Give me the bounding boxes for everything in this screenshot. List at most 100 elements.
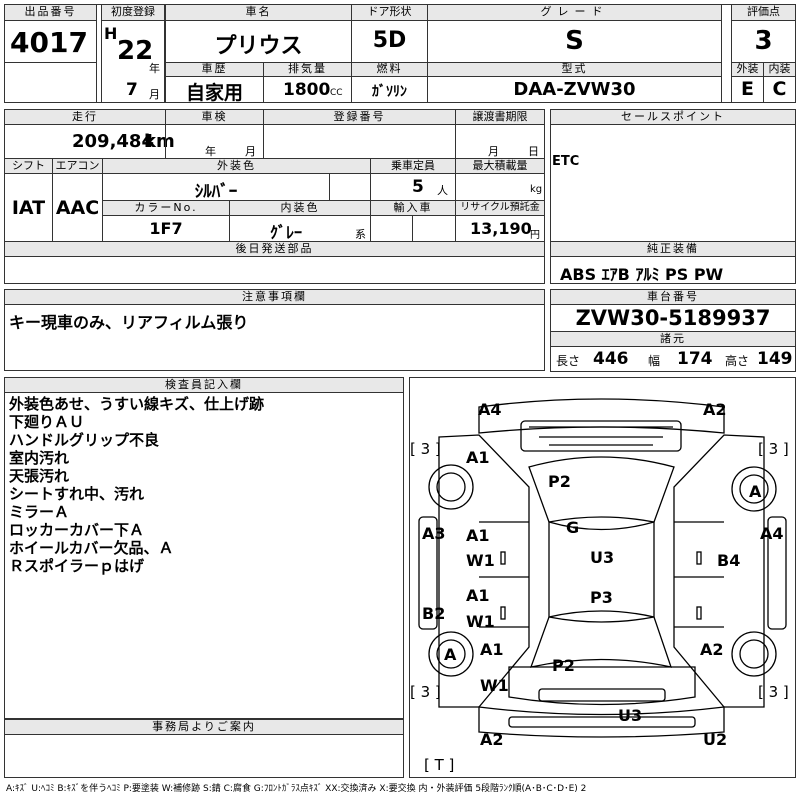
damage-windshield: G xyxy=(566,518,580,537)
damage-pillar-r: A4 xyxy=(760,524,784,543)
transfer-month-unit: 月 xyxy=(488,145,499,158)
model-code-header: 型式 xyxy=(427,62,722,77)
transfer-day-unit: 日 xyxy=(528,145,539,158)
transfer-header: 譲渡書期限 xyxy=(455,109,545,125)
fuel: ｶﾞｿﾘﾝ xyxy=(372,84,407,100)
caution-cell xyxy=(4,304,545,371)
inspector-note: ハンドルグリップ不良 xyxy=(9,431,160,449)
damage-rear-bumper: U3 xyxy=(618,706,643,725)
damage-rear-right: U2 xyxy=(703,730,728,749)
model-code-cell xyxy=(427,76,722,103)
inspector-notes-list: 外装色あせ、うすい線キズ、仕上げ跡 下廻りＡＵ ハンドルグリップ不良 室内汚れ … xyxy=(9,395,401,575)
damage-front-left: A4 xyxy=(478,400,502,419)
damage-rear-left: A2 xyxy=(480,730,504,749)
tire-front-left: [ 3 ] xyxy=(410,440,441,458)
inspection-header: 車検 xyxy=(165,109,264,125)
spare-tire: [ T ] xyxy=(424,756,455,774)
damage-rocker-l: B2 xyxy=(422,604,446,623)
first-reg-cell xyxy=(101,20,165,103)
interior-grade: C xyxy=(772,78,787,100)
damage-pillar-l: A3 xyxy=(422,524,446,543)
caution-header: 注意事項欄 xyxy=(4,289,545,305)
lot-no: 4017 xyxy=(10,26,88,59)
damage-fender-rl: A1 xyxy=(480,640,504,659)
capacity-header: 乗車定員 xyxy=(370,158,456,174)
reg-month: 7 xyxy=(126,80,138,100)
insp-year-unit: 年 xyxy=(205,145,216,158)
office-header: 事務局よりご案内 xyxy=(4,719,404,735)
reg-no-header: 登録番号 xyxy=(263,109,456,125)
mileage: 209,484 xyxy=(72,131,154,152)
history: 自家用 xyxy=(185,82,243,104)
fuel-header: 燃料 xyxy=(351,62,428,77)
aircon: AAC xyxy=(55,197,100,219)
color-no-header: カラーNo. xyxy=(102,200,230,216)
model-code: DAA-ZVW30 xyxy=(513,79,636,100)
damage-door-fr: B4 xyxy=(717,551,741,570)
mileage-header: 走行 xyxy=(4,109,166,125)
genuine-equipment: ABS ｴｱB ｱﾙﾐ PS PW xyxy=(560,265,724,284)
import-header: 輸入車 xyxy=(370,200,456,216)
reg-year: 22 xyxy=(117,36,154,66)
height-label: 高さ xyxy=(725,354,750,368)
width-label: 幅 xyxy=(648,354,661,368)
interior-header: 内装 xyxy=(763,62,796,77)
inspector-note: 外装色あせ、うすい線キズ、仕上げ跡 xyxy=(9,395,265,413)
interior-cell xyxy=(763,76,796,103)
sales-point-cell xyxy=(550,124,796,243)
capacity-unit: 人 xyxy=(437,184,448,197)
inspector-note: 天張汚れ xyxy=(9,467,70,485)
cc-unit: CC xyxy=(330,88,343,98)
color: ｼﾙﾊﾞｰ xyxy=(194,182,238,202)
displacement: 1800 xyxy=(283,80,331,100)
length: 446 xyxy=(593,349,629,369)
yen-unit: 円 xyxy=(530,230,540,241)
inspector-note: Ｒスポイラーｐはげ xyxy=(9,557,145,575)
later-parts-cell xyxy=(4,256,545,284)
door-header: ドア形状 xyxy=(351,4,428,21)
reg-era: H xyxy=(104,24,118,43)
damage-door-rl-1: A1 xyxy=(466,586,490,605)
doors: 5D xyxy=(372,28,407,53)
chassis-no: ZVW30-5189937 xyxy=(575,306,771,330)
damage-fender-fl: A1 xyxy=(466,448,490,467)
grade-header: グレード xyxy=(427,4,722,21)
dimensions-header: 諸元 xyxy=(550,331,796,347)
inspector-note: シートすれ中、汚れ xyxy=(9,485,145,503)
score: 3 xyxy=(754,26,773,56)
later-parts-header: 後日発送部品 xyxy=(4,241,545,257)
max-load-header: 最大積載量 xyxy=(455,158,545,174)
sales-point: ETC xyxy=(552,154,580,169)
inspector-note: 下廻りＡＵ xyxy=(9,413,85,431)
damage-roof: U3 xyxy=(590,548,615,567)
history-header: 車歴 xyxy=(165,62,264,77)
reg-month-unit: 月 xyxy=(149,88,160,101)
damage-door-fl-1: A1 xyxy=(466,526,490,545)
car-diagram xyxy=(418,398,787,738)
office-cell xyxy=(4,734,404,778)
sales-point-header: セールスポイント xyxy=(550,109,796,125)
inspector-note: ホイールカバー欠品、Ａ xyxy=(9,539,174,557)
recycle: 13,190 xyxy=(470,219,532,238)
kg-unit: kg xyxy=(530,184,543,195)
car-diagram-frame xyxy=(409,377,796,778)
damage-front-right: A2 xyxy=(703,400,727,419)
color-extra-cell xyxy=(329,173,371,201)
damage-door-rl-2: W1 xyxy=(466,612,495,631)
exterior-grade: E xyxy=(741,78,754,100)
score-header: 評価点 xyxy=(731,4,796,21)
length-label: 長さ xyxy=(556,354,581,368)
inspector-note: ミラーＡ xyxy=(9,503,70,521)
first-reg-header: 初度登録 xyxy=(101,4,165,21)
import-divider xyxy=(412,215,413,242)
interior-color-suffix: 系 xyxy=(355,228,366,241)
tire-rear-left: [ 3 ] xyxy=(410,683,441,701)
damage-hood: P2 xyxy=(548,472,571,491)
inspector-header: 検査員記入欄 xyxy=(4,377,404,393)
car-name: プリウス xyxy=(214,34,303,59)
damage-door-fl-2: W1 xyxy=(466,551,495,570)
legend: A:ｷｽﾞ U:ﾍｺﾐ B:ｷｽﾞを伴うﾍｺﾐ P:要塗装 W:補修跡 S:錆 … xyxy=(6,784,587,794)
damage-rear-lower-l: W1 xyxy=(480,676,509,695)
inspector-cell xyxy=(4,392,404,719)
color-header: 外装色 xyxy=(102,158,371,174)
